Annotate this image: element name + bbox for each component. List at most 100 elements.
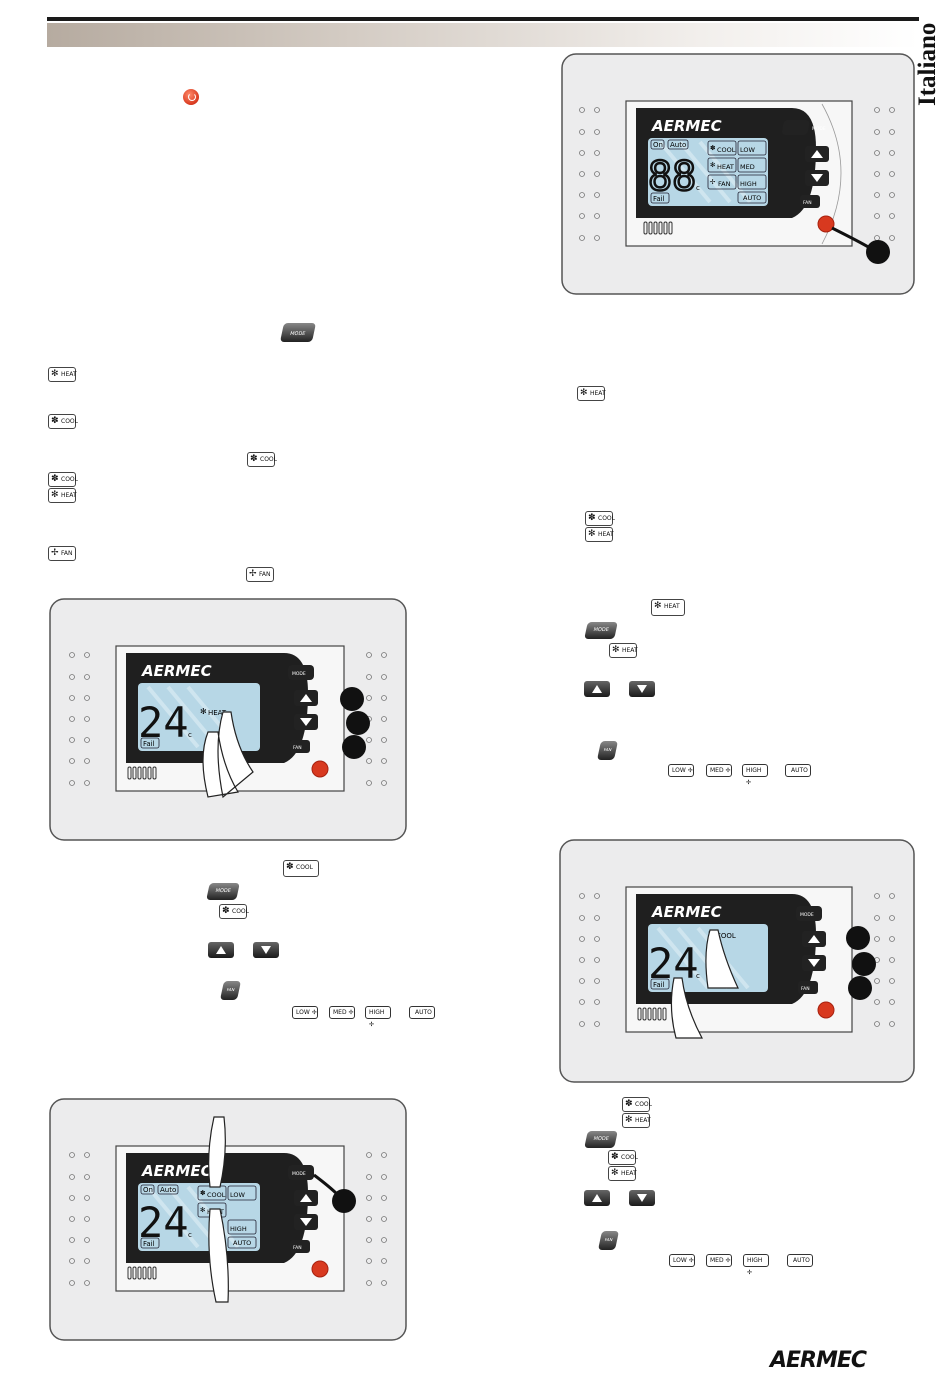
svg-text:HIGH: HIGH — [230, 1225, 247, 1233]
lcd-auto-label: Auto — [670, 141, 686, 149]
svg-text:On: On — [143, 1186, 153, 1194]
lcd-fail-label: Fail — [653, 195, 665, 203]
lcd-on-label: On — [653, 141, 663, 149]
lcd-mode-grid: ✽COOL LOW ✻HEAT MED ✢FAN HIGH AUTO — [707, 140, 767, 204]
svg-text:AUTO: AUTO — [233, 1239, 251, 1247]
svg-text:c: c — [188, 1231, 192, 1239]
svg-text:HIGH: HIGH — [740, 180, 757, 188]
mode-button-icon: MODE — [584, 622, 618, 639]
high-speed-icon: HIGH ✢ — [742, 764, 768, 786]
side-keys: MODE FAN — [782, 120, 829, 208]
controller-illustration-cool-setpoint: AERMEC 24 c ✽ COOL Fail MODE FAN — [559, 839, 915, 1083]
heat-icon: ✻HEAT — [48, 367, 77, 382]
heat-icon: ✻HEAT — [622, 1113, 651, 1128]
header-gradient-bar — [47, 23, 919, 47]
up-arrow-icon — [584, 681, 610, 697]
svg-text:COOL: COOL — [717, 146, 736, 154]
svg-text:✻: ✻ — [710, 161, 715, 169]
svg-text:✻: ✻ — [200, 707, 207, 716]
fan-button-icon: FAN — [219, 981, 242, 1000]
svg-text:c: c — [188, 731, 192, 739]
svg-text:✢: ✢ — [710, 178, 716, 186]
lcd-temp-digits: 24 — [138, 698, 189, 747]
auto-speed-icon: AUTO — [785, 764, 811, 777]
lcd-unit: c — [696, 184, 700, 192]
step-marker — [866, 240, 890, 264]
mode-button-icon: MODE — [584, 1131, 618, 1148]
cool-icon: ✽COOL — [219, 904, 249, 919]
med-speed-icon: MED ✢ — [706, 1254, 732, 1267]
grip-ridges — [643, 221, 673, 235]
med-speed-icon: MED ✢ — [329, 1006, 355, 1019]
svg-text:LOW: LOW — [740, 146, 756, 154]
auto-speed-icon: AUTO — [787, 1254, 813, 1267]
fan-button-icon: FAN — [596, 741, 619, 760]
auto-speed-icon: AUTO — [409, 1006, 435, 1019]
cool-icon: ✽COOL — [247, 452, 277, 467]
svg-text:COOL: COOL — [207, 1191, 226, 1199]
svg-text:HEAT: HEAT — [717, 163, 734, 171]
heat-icon: ✻HEAT — [651, 599, 685, 616]
low-speed-icon: LOW ✢ — [669, 1254, 695, 1267]
cool-icon: ✽COOL — [48, 472, 78, 487]
svg-text:MODE: MODE — [292, 671, 306, 677]
brand-logo: AERMEC — [141, 1162, 212, 1180]
svg-text:MODE: MODE — [812, 126, 826, 132]
svg-text:LOW: LOW — [230, 1191, 246, 1199]
svg-text:AUTO: AUTO — [743, 194, 761, 202]
power-icon — [183, 89, 199, 105]
fan-icon: ✢FAN — [48, 546, 76, 561]
brand-logo: AERMEC — [651, 117, 722, 135]
controller-illustration-mode-switch: AERMEC On Auto 24 c Fail ✽COOL LOW ✻HEAT… — [49, 1098, 407, 1341]
lcd-cool-label: COOL — [716, 932, 736, 940]
lcd-heat-label: HEAT — [208, 709, 227, 717]
svg-text:Fail: Fail — [143, 740, 155, 748]
controller-illustration-all-on: AERMEC On Auto 88 c Fail ✽COOL LOW ✻HEAT… — [561, 53, 915, 295]
up-arrow-icon — [584, 1190, 610, 1206]
svg-text:✽: ✽ — [710, 144, 715, 152]
mode-button-icon: MODE — [279, 323, 317, 342]
heat-icon: ✻HEAT — [577, 386, 606, 401]
svg-text:FAN: FAN — [293, 1245, 302, 1251]
cool-icon: ✽COOL — [608, 1150, 638, 1165]
vent-holes-left — [579, 107, 600, 241]
language-tab: Italiano — [912, 20, 950, 110]
cool-icon: ✽COOL — [283, 860, 319, 877]
svg-text:FAN: FAN — [803, 200, 812, 206]
down-arrow-icon — [629, 681, 655, 697]
heat-icon: ✻HEAT — [585, 527, 614, 542]
heat-icon: ✻HEAT — [608, 1166, 637, 1181]
mode-button-icon: MODE — [206, 883, 240, 900]
svg-text:Auto: Auto — [160, 1186, 176, 1194]
svg-text:MODE: MODE — [292, 1171, 306, 1177]
lcd-temp-digits: 24 — [138, 1198, 189, 1247]
down-arrow-icon — [253, 942, 279, 958]
brand-logo: AERMEC — [651, 903, 722, 921]
brand-logo: AERMEC — [141, 662, 212, 680]
high-speed-icon: HIGH ✢ — [365, 1006, 391, 1028]
heat-icon: ✻HEAT — [48, 488, 77, 503]
language-label: Italiano — [914, 22, 941, 106]
heat-icon: ✻HEAT — [609, 643, 638, 658]
svg-text:Fail: Fail — [653, 981, 665, 989]
down-arrow-icon — [629, 1190, 655, 1206]
cool-icon: ✽COOL — [622, 1097, 652, 1112]
header-rule — [47, 17, 919, 21]
footer-brand-logo: AERMEC — [770, 1348, 867, 1373]
fan-icon: ✢FAN — [246, 567, 274, 582]
svg-text:MODE: MODE — [800, 912, 814, 918]
low-speed-icon: LOW ✢ — [668, 764, 694, 777]
svg-text:MED: MED — [740, 163, 755, 171]
svg-text:FAN: FAN — [801, 986, 810, 992]
cool-icon: ✽COOL — [585, 511, 615, 526]
svg-text:c: c — [696, 972, 700, 980]
cool-icon: ✽COOL — [48, 414, 78, 429]
svg-text:FAN: FAN — [293, 745, 302, 751]
low-speed-icon: LOW ✢ — [292, 1006, 318, 1019]
svg-text:✽: ✽ — [200, 1189, 205, 1197]
svg-text:FAN: FAN — [718, 180, 731, 188]
med-speed-icon: MED ✢ — [706, 764, 732, 777]
power-button — [817, 215, 835, 233]
svg-text:Fail: Fail — [143, 1240, 155, 1248]
up-arrow-icon — [208, 942, 234, 958]
